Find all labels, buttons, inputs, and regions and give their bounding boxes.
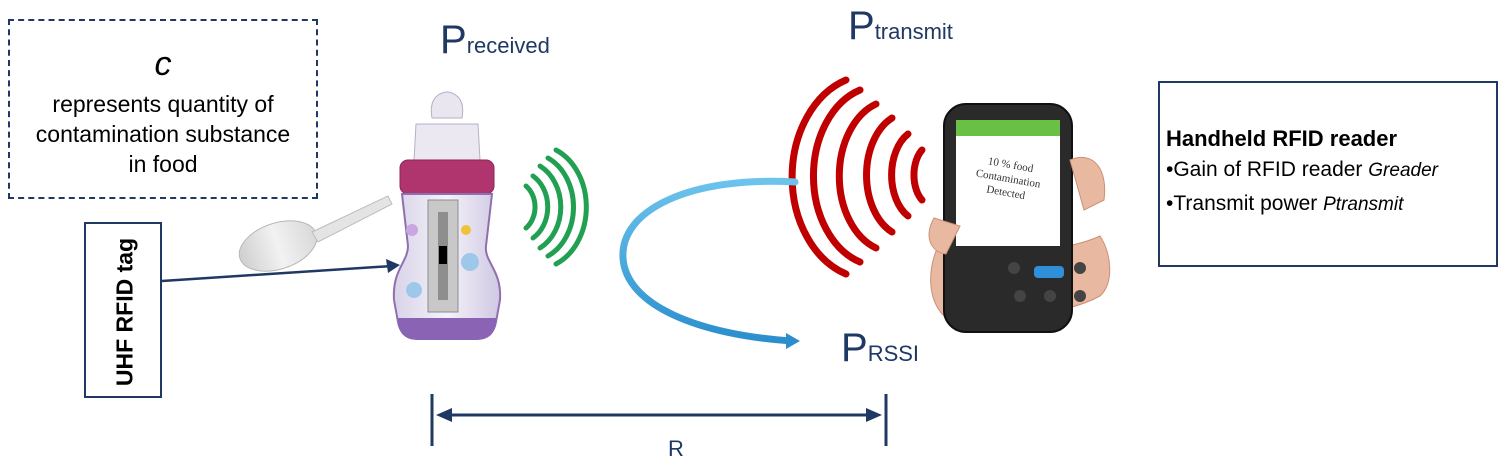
- reader-power-line: •Transmit power Ptransmit: [1166, 192, 1404, 215]
- reader-info-box: Handheld RFID reader •Gain of RFID reade…: [1158, 81, 1498, 267]
- contamination-box: c represents quantity of contamination s…: [8, 19, 318, 199]
- signal-loop-arrow: [619, 177, 800, 349]
- reader-title: Handheld RFID reader: [1166, 126, 1398, 151]
- p-received-label: Preceived: [440, 18, 550, 62]
- distance-label: R: [668, 436, 684, 461]
- p-transmit-label: Ptransmit: [848, 4, 953, 48]
- reader-gain-line: •Gain of RFID reader Greader: [1166, 158, 1438, 181]
- backscatter-waves: [523, 147, 589, 267]
- tag-pointer-arrow: [161, 259, 400, 283]
- contamination-symbol: c: [154, 45, 172, 83]
- contamination-description: represents quantity of contamination sub…: [35, 91, 291, 177]
- p-rssi-label: PRSSI: [841, 326, 920, 370]
- transmit-waves: [788, 76, 926, 278]
- distance-arrow: [430, 394, 888, 446]
- spoon-image: [238, 195, 393, 272]
- handheld-reader-image: [928, 103, 1111, 333]
- tag-label-box: UHF RFID tag: [84, 222, 162, 398]
- tag-label: UHF RFID tag: [111, 237, 138, 387]
- rfid-tag-sticker: [427, 199, 459, 313]
